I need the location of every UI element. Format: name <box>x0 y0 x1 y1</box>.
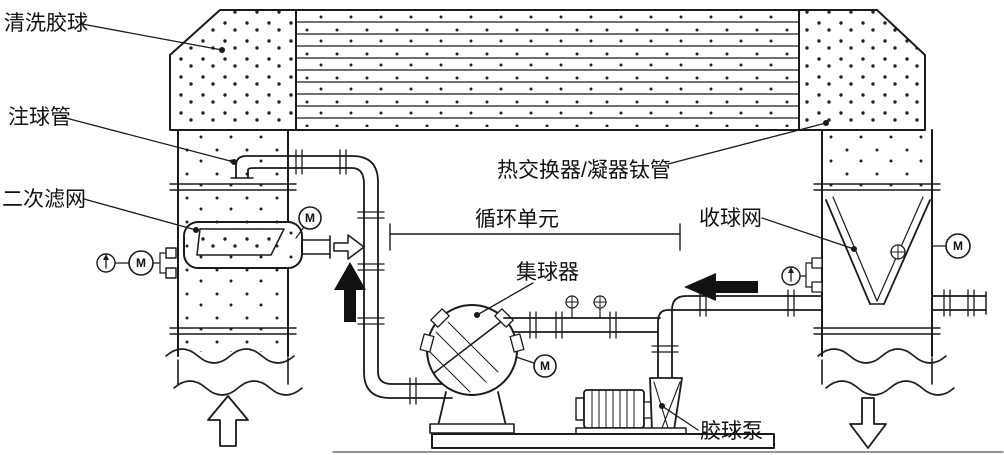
nozzle-stub <box>811 281 823 293</box>
circulation-return-pipe <box>651 289 823 379</box>
baseplate <box>431 433 775 449</box>
motor-letter: M <box>136 256 146 270</box>
right-water-chamber-column <box>781 129 971 396</box>
pipe-fitting <box>555 295 617 339</box>
nozzle-stub <box>811 257 823 269</box>
collector-rim-tab <box>419 333 435 353</box>
right-pipe-stub <box>931 289 987 317</box>
motor-symbol <box>533 354 557 378</box>
pipe-break-wave <box>817 348 947 364</box>
motor-letter: M <box>953 239 963 253</box>
circulation-unit-span <box>389 223 681 251</box>
motor-symbol <box>298 206 322 230</box>
right-water-box <box>798 9 926 131</box>
motor-symbol <box>945 233 971 259</box>
heat-exchanger-tube-bundle <box>295 9 800 131</box>
motor-letter: M <box>540 359 550 373</box>
downward-flow-arrow <box>849 397 887 449</box>
left-water-box <box>169 9 297 131</box>
ball-pump-assembly <box>431 377 775 449</box>
pipe-break-wave <box>165 348 295 364</box>
pipe-break-wave <box>173 380 303 396</box>
label-heat-exchanger: 热交换器/凝器钛管 <box>497 159 671 182</box>
ball-collector-vessel <box>419 304 557 434</box>
flow-arrow-up <box>334 262 366 322</box>
upward-flow-arrow <box>207 395 249 447</box>
motor-letter: M <box>305 211 315 225</box>
collector-rim-tab <box>509 333 525 353</box>
label-secondary-screen: 二次滤网 <box>2 188 86 211</box>
label-ball-collector: 集球器 <box>516 261 579 284</box>
collector-rim-tab <box>430 308 450 328</box>
ball-collecting-net-shape <box>825 196 931 305</box>
outlet-arrow-icon <box>333 234 365 260</box>
secondary-filter-screen <box>96 206 365 279</box>
nozzle-stub <box>165 247 177 259</box>
collector-outlet-pipe <box>503 295 661 339</box>
label-injection-pipe: 注球管 <box>8 106 71 129</box>
label-ball-pump: 胶球泵 <box>700 420 763 443</box>
gauge-symbol <box>781 266 801 286</box>
label-leaders <box>61 23 858 431</box>
nozzle-stub <box>165 267 177 279</box>
label-cleaning-balls: 清洗胶球 <box>4 12 88 35</box>
gauge-symbol <box>96 253 116 273</box>
flow-arrow-left <box>684 273 758 301</box>
pipe-break-wave <box>825 380 955 396</box>
label-ball-collecting-net: 收球网 <box>699 207 762 230</box>
label-circulation-unit: 循环单元 <box>475 208 559 231</box>
